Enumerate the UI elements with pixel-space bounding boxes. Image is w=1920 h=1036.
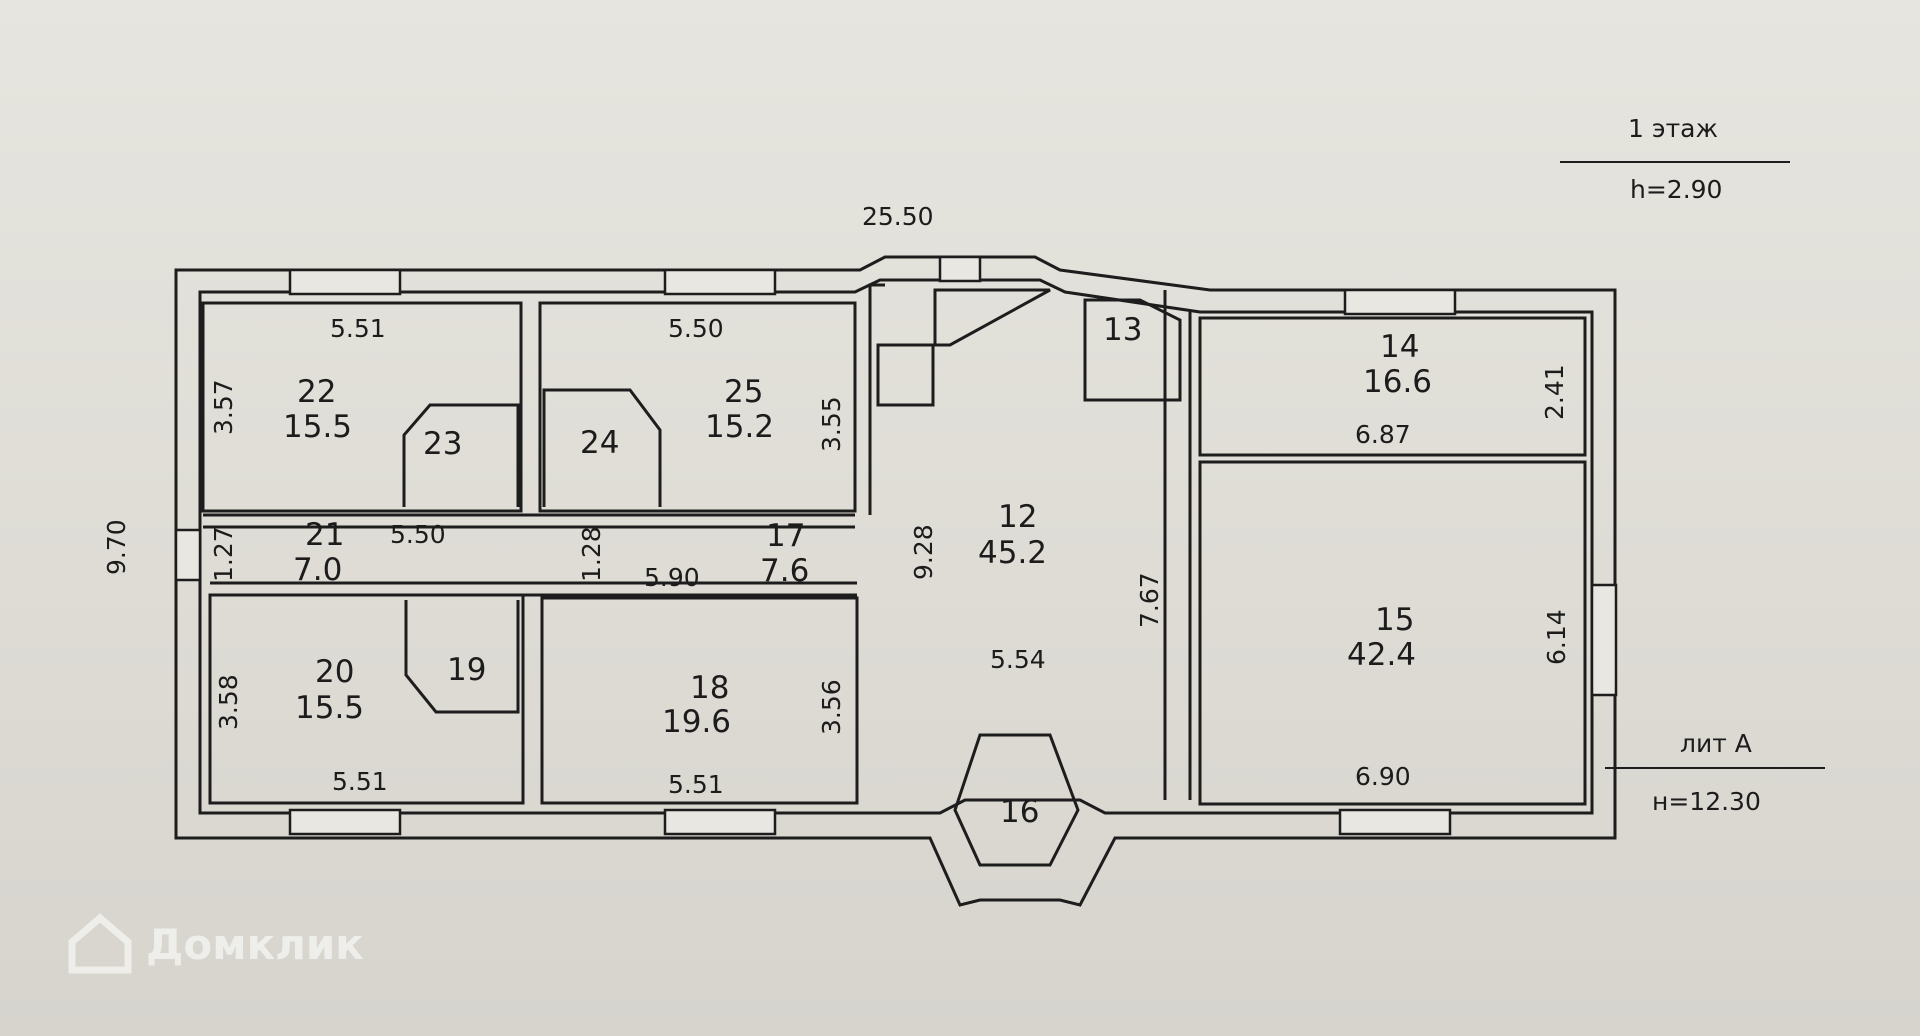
r12-side-dim: 7.67: [1135, 572, 1164, 628]
outer-wall-inner: [198, 278, 1594, 815]
r18-height-dim: 3.56: [817, 679, 846, 735]
room-14-outline: [1198, 316, 1587, 457]
r17-height-dim: 1.28: [577, 526, 606, 582]
watermark-text: Домклик: [146, 919, 364, 969]
window-left: [174, 528, 202, 582]
room-14-number: 14: [1380, 329, 1419, 365]
r22-width-dim: 5.51: [330, 314, 386, 343]
room-19-number: 19: [447, 652, 486, 688]
r21-height-dim: 1.27: [209, 526, 238, 582]
window-bottom-3: [1338, 808, 1452, 836]
room-22-area: 15.5: [283, 409, 352, 445]
room-22-number: 22: [297, 374, 336, 410]
window-bottom-2: [663, 808, 777, 836]
r12-width-dim: 5.54: [990, 645, 1046, 674]
floor-label: 1 этаж: [1628, 114, 1718, 143]
room-14-area: 16.6: [1363, 364, 1432, 400]
total-height-dim: 9.70: [102, 519, 131, 575]
room-13-number: 13: [1103, 312, 1142, 348]
r15-width-dim: 6.90: [1355, 762, 1411, 791]
r25-height-dim: 3.55: [817, 396, 846, 452]
window-right: [1590, 583, 1618, 697]
room-12-number: 12: [998, 499, 1037, 535]
room-12-outline: [868, 283, 1167, 800]
room-15-number: 15: [1375, 602, 1414, 638]
r20-height-dim: 3.58: [214, 674, 243, 730]
room-22-outline: [201, 301, 523, 513]
r25-width-dim: 5.50: [668, 314, 724, 343]
window-top-1: [288, 268, 402, 296]
windows: [174, 255, 1618, 836]
house-logo-icon: [68, 913, 132, 974]
building-height: н=12.30: [1652, 787, 1761, 816]
room-19-outline: [404, 600, 520, 714]
room-18-area: 19.6: [662, 704, 731, 740]
room-23-number: 23: [423, 426, 462, 462]
room-24-outline: [542, 388, 662, 507]
floor-height: h=2.90: [1630, 175, 1722, 204]
stairs-left: [876, 343, 935, 407]
window-top-2: [663, 268, 777, 296]
room-15-area: 42.4: [1347, 637, 1416, 673]
room-20-area: 15.5: [295, 690, 364, 726]
room-18-number: 18: [690, 670, 729, 706]
room-25-outline: [538, 301, 857, 513]
room-20-number: 20: [315, 654, 354, 690]
window-bottom-1: [288, 808, 402, 836]
room-16-number: 16: [1000, 794, 1039, 830]
room-15-outline: [1198, 460, 1587, 806]
window-top-3: [938, 255, 982, 283]
r15-height-dim: 6.14: [1542, 609, 1571, 665]
r20-width-dim: 5.51: [332, 767, 388, 796]
room-18-outline: [540, 596, 859, 805]
stairs-main: [933, 288, 1051, 347]
walls: [174, 255, 1617, 907]
r21-width-dim: 5.50: [390, 520, 446, 549]
r14-height-dim: 2.41: [1540, 364, 1569, 420]
r22-height-dim: 3.57: [209, 379, 238, 435]
room-12-area: 45.2: [978, 535, 1047, 571]
building-letter: лит А: [1680, 729, 1752, 758]
room-17-area: 7.6: [760, 553, 809, 589]
room-21-area: 7.0: [293, 552, 342, 588]
room-23-outline: [402, 403, 520, 507]
r14-width-dim: 6.87: [1355, 420, 1411, 449]
r12-height-dim: 9.28: [909, 524, 938, 580]
r18-width-dim: 5.51: [668, 770, 724, 799]
total-width-dim: 25.50: [862, 202, 934, 231]
r17-width-dim: 5.90: [644, 563, 700, 592]
room-24-number: 24: [580, 425, 619, 461]
window-top-4: [1343, 288, 1457, 316]
room-13-outline: [1083, 298, 1182, 402]
room-17-number: 17: [766, 518, 805, 554]
room-25-number: 25: [724, 374, 763, 410]
room-25-area: 15.2: [705, 409, 774, 445]
watermark: Домклик: [64, 908, 364, 980]
plan-labels: 1 этаж h=2.90 25.50 9.70 5.51 3.57 22 15…: [102, 114, 1825, 830]
room-21-number: 21: [305, 517, 344, 553]
room-16-outline: [953, 733, 1080, 867]
